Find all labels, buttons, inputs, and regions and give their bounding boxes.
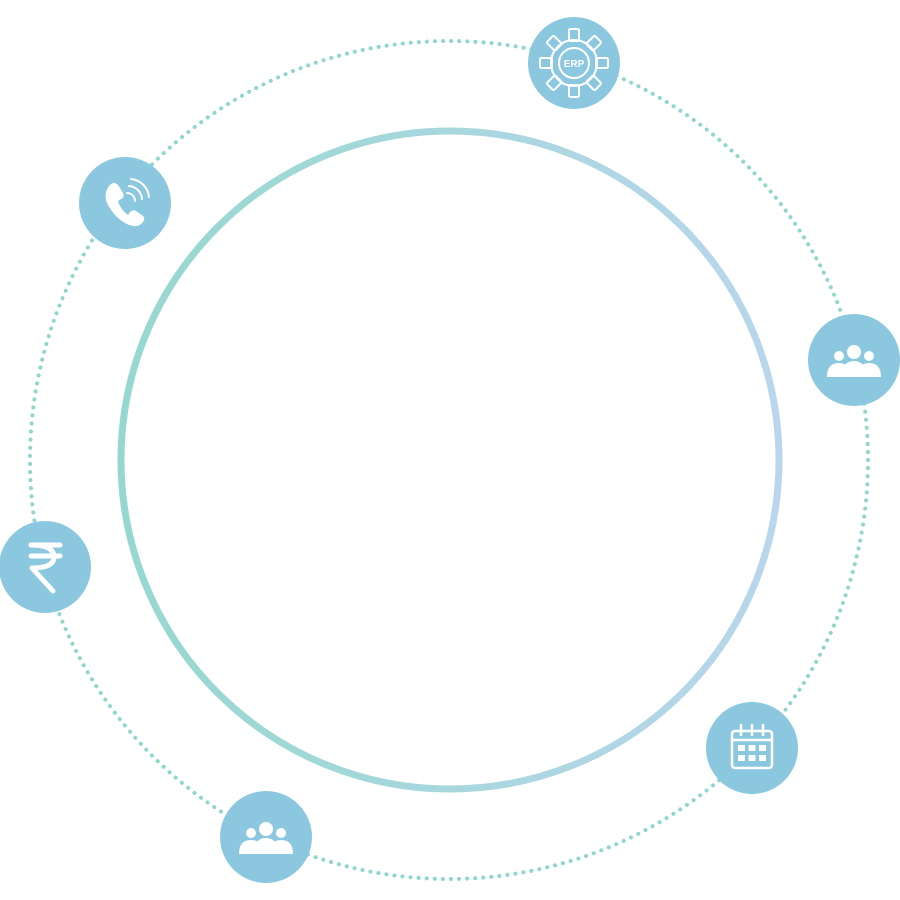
calendar-node[interactable] xyxy=(706,702,798,794)
erp-gear-icon: ERP xyxy=(539,28,609,98)
inner-gradient-ring xyxy=(117,127,783,793)
gear-tooth xyxy=(585,35,602,52)
phone-call-icon xyxy=(105,183,145,227)
outer-dotted-ring xyxy=(28,39,870,881)
users-icon xyxy=(239,822,293,854)
phone-waves xyxy=(126,178,150,202)
erp-node-circle xyxy=(528,17,620,109)
team-node-right[interactable] xyxy=(808,314,900,406)
phone-node[interactable] xyxy=(79,157,171,249)
team-node-bottom[interactable] xyxy=(220,791,312,883)
team-right-node-circle xyxy=(808,314,900,406)
calendar-icon xyxy=(730,723,774,770)
erp-label: ERP xyxy=(564,59,585,70)
gear-tooth xyxy=(546,35,563,52)
rupee-node[interactable] xyxy=(0,521,91,613)
gear-tooth xyxy=(585,74,602,91)
rupee-icon xyxy=(28,542,63,594)
calendar-grid xyxy=(738,745,766,761)
gear-tooth xyxy=(546,74,563,91)
erp-gear-node[interactable]: ERP xyxy=(528,17,620,109)
users-icon xyxy=(827,345,881,377)
phone-node-circle xyxy=(79,157,171,249)
team-bottom-node-circle xyxy=(220,791,312,883)
